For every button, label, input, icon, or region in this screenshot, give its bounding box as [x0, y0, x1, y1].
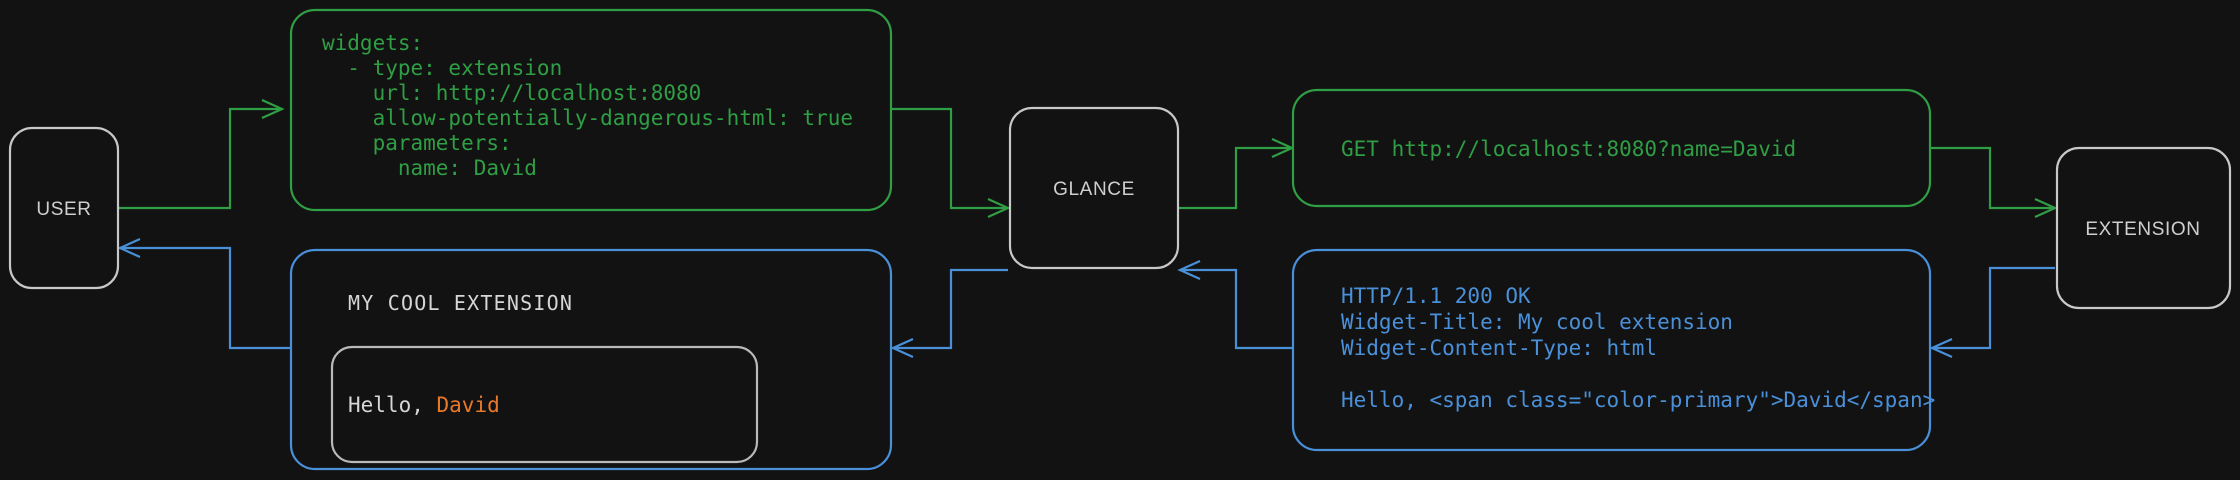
- edge-glance-to-request: [1178, 137, 1295, 210]
- node-glance-label: GLANCE: [1053, 179, 1135, 200]
- http-get-request[interactable]: GET http://localhost:8080?name=David: [1291, 88, 1932, 208]
- config-line-2: url: http://localhost:8080: [322, 81, 701, 105]
- edge-widget-to-user: [117, 237, 290, 350]
- widget-content-accent: David: [437, 393, 500, 417]
- response-line-0: HTTP/1.1 200 OK: [1341, 284, 1531, 308]
- http-response-frame: [1291, 248, 1932, 452]
- response-line-4: Hello, <span class="color-primary">David…: [1341, 388, 1935, 412]
- node-extension-shape: [2055, 146, 2232, 310]
- request-line-0: GET http://localhost:8080?name=David: [1341, 137, 1796, 161]
- config-line-5: name: David: [322, 156, 537, 180]
- node-user-shape: [8, 126, 120, 290]
- config-line-0: widgets:: [322, 31, 423, 55]
- widget-content-prefix: Hello,: [348, 393, 437, 417]
- config-line-4: parameters:: [322, 131, 512, 155]
- http-get-request-frame: [1291, 88, 1932, 208]
- response-line-2: Widget-Content-Type: html: [1341, 336, 1657, 360]
- response-line-1: Widget-Title: My cool extension: [1341, 310, 1733, 334]
- edge-response-to-glance: [1177, 259, 1292, 350]
- http-response[interactable]: HTTP/1.1 200 OK Widget-Title: My cool ex…: [1291, 248, 1935, 452]
- edge-user-to-config: [118, 98, 285, 210]
- node-glance[interactable]: GLANCE: [1008, 106, 1180, 270]
- edge-request-to-extension: [1930, 146, 2058, 219]
- widget-content-text: Hello, David: [348, 393, 500, 417]
- edge-extension-to-response: [1929, 266, 2055, 359]
- edge-config-to-glance: [891, 107, 1011, 219]
- node-extension[interactable]: EXTENSION: [2055, 146, 2232, 310]
- node-glance-shape: [1008, 106, 1180, 270]
- rendered-widget[interactable]: MY COOL EXTENSION Hello, David: [289, 248, 893, 471]
- widget-title: MY COOL EXTENSION: [348, 291, 573, 315]
- widget-content-frame: [330, 345, 759, 464]
- edge-glance-to-widget: [890, 268, 1008, 359]
- config-line-3: allow-potentially-dangerous-html: true: [322, 106, 853, 130]
- glance-yaml-config[interactable]: widgets: - type: extension url: http://l…: [289, 8, 893, 212]
- glance-yaml-config-frame: [289, 8, 893, 212]
- config-line-1: - type: extension: [322, 56, 562, 80]
- node-user[interactable]: USER: [8, 126, 120, 290]
- node-extension-label: EXTENSION: [2085, 219, 2200, 240]
- node-user-label: USER: [36, 199, 91, 220]
